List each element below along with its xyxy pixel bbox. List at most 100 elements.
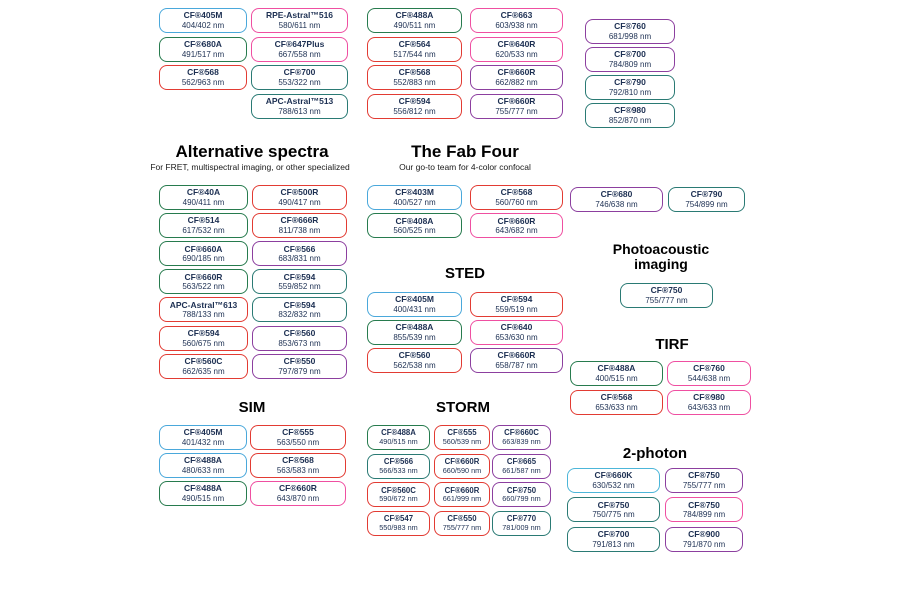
dye-name: APC-Astral™513 <box>265 95 334 106</box>
dye-name: CF®700 <box>597 528 630 539</box>
dye-name: CF®900 <box>688 528 720 539</box>
dye-name: CF®568 <box>500 187 533 198</box>
dye-name: CF®566 <box>283 243 316 254</box>
dye-name: CF®660R <box>497 67 536 78</box>
dye-name: CF®560 <box>283 327 316 338</box>
dye-ex-em-range: 517/544 nm <box>393 49 436 59</box>
dye-ex-em-range: 562/963 nm <box>181 78 225 88</box>
dye-ex-em-range: 683/831 nm <box>278 254 321 264</box>
dye-ex-em-range: 663/839 nm <box>502 436 541 446</box>
dye-ex-em-range: 490/515 nm <box>181 494 225 504</box>
dye-ex-em-range: 566/533 nm <box>379 465 418 475</box>
dye-ex-em-range: 400/431 nm <box>393 305 436 315</box>
dye-ex-em-range: 490/411 nm <box>182 198 225 208</box>
dye-ex-em-range: 630/532 nm <box>592 481 635 491</box>
dye-name: CF®594 <box>283 299 316 310</box>
dye-ex-em-range: 620/533 nm <box>495 49 538 59</box>
section-title-sim: SIM <box>238 399 266 416</box>
dye-ex-em-range: 400/515 nm <box>595 374 638 384</box>
dye-name: CF®750 <box>506 485 537 495</box>
dye-ex-em-range: 490/511 nm <box>393 21 436 31</box>
dye-ex-em-range: 755/777 nm <box>645 296 688 306</box>
dye-name: CF®660C <box>504 428 539 438</box>
dye-name: CF®640R <box>497 38 536 49</box>
section-title-photoacoustic: Photoacoustic imaging <box>612 241 710 273</box>
